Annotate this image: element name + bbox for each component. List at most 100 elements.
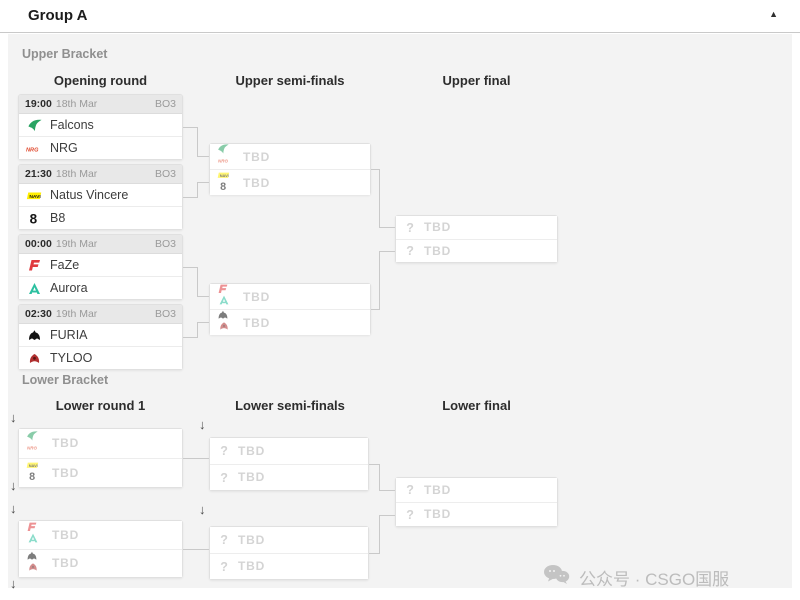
svg-text:?: ? xyxy=(220,444,228,458)
team-row-b8[interactable]: 8 B8 xyxy=(19,206,182,229)
b8-icon: 8 xyxy=(27,470,39,486)
tyloo-icon xyxy=(27,561,39,577)
upper-semifinal-2-card[interactable]: TBD TBD xyxy=(209,283,371,335)
drop-arrow-icon: ↓ xyxy=(199,417,206,432)
group-header-bar: Group A ▲ xyxy=(0,0,800,33)
team-row-nrg[interactable]: NRG NRG xyxy=(19,136,182,159)
tbd-label: TBD xyxy=(243,149,271,164)
watermark-text: 公众号 · CSGO国服 xyxy=(579,569,730,589)
aurora-icon xyxy=(27,532,39,548)
svg-text:?: ? xyxy=(220,533,228,547)
svg-text:?: ? xyxy=(220,560,228,574)
svg-text:?: ? xyxy=(406,244,414,258)
faze-icon xyxy=(26,521,38,537)
tbd-label: TBD xyxy=(424,243,452,258)
match-format: BO3 xyxy=(154,238,176,250)
question-icon: ? xyxy=(217,443,231,458)
connector-line xyxy=(379,251,395,252)
match-format: BO3 xyxy=(154,98,176,110)
caret-up-icon[interactable]: ▲ xyxy=(769,9,778,19)
connector-line xyxy=(183,267,197,268)
connector-line xyxy=(379,515,380,554)
connector-line xyxy=(183,127,197,128)
match-slot: ? TBD xyxy=(210,463,368,490)
lower-final-card[interactable]: ? TBD ? TBD xyxy=(395,477,558,527)
team-row-furia[interactable]: FURIA xyxy=(19,324,182,346)
team-name: B8 xyxy=(50,211,66,225)
match-card-navi-b8[interactable]: 21:30 18th Mar BO3 NAVI Natus Vincere 8 … xyxy=(18,164,183,230)
watermark: 公众号 · CSGO国服 xyxy=(543,564,729,590)
connector-line xyxy=(197,322,198,338)
team-name: FURIA xyxy=(50,328,88,342)
match-slot: NRG TBD xyxy=(19,429,182,458)
furia-icon xyxy=(26,328,43,343)
match-card-falcons-nrg[interactable]: 19:00 18th Mar BO3 Falcons NRG NRG xyxy=(18,94,183,160)
tbd-label: TBD xyxy=(52,527,80,542)
match-card-faze-aurora[interactable]: 00:00 19th Mar BO3 FaZe Aurora xyxy=(18,234,183,300)
connector-line xyxy=(369,464,379,465)
possible-teams-icons: NRG xyxy=(26,431,45,456)
team-row-tyloo[interactable]: TYLOO xyxy=(19,346,182,369)
tbd-label: TBD xyxy=(238,470,266,485)
lower-round1-card-1[interactable]: NRG TBD NAVI 8 TBD xyxy=(18,428,183,488)
connector-line xyxy=(379,515,395,516)
question-icon: ? xyxy=(217,559,231,574)
lower-semifinal-1-card[interactable]: ? TBD ? TBD xyxy=(209,437,369,491)
tbd-label: TBD xyxy=(238,532,266,547)
connector-line xyxy=(379,251,380,310)
upper-semifinal-1-card[interactable]: NRG TBD NAVI 8 TBD xyxy=(209,143,371,195)
b8-icon: 8 xyxy=(26,211,43,225)
navi-icon: NAVI xyxy=(26,459,40,475)
connector-line xyxy=(197,296,209,297)
match-slot: ? TBD xyxy=(396,216,557,239)
navi-icon: NAVI xyxy=(217,169,231,185)
match-time: 19:00 xyxy=(25,98,52,110)
column-header-upper-semifinals: Upper semi-finals xyxy=(235,73,345,88)
lower-round1-card-2[interactable]: TBD TBD xyxy=(18,520,183,578)
wechat-icon xyxy=(543,564,570,590)
nrg-icon: NRG xyxy=(26,141,43,156)
match-slot: NRG TBD xyxy=(210,144,370,169)
falcons-icon xyxy=(26,430,39,446)
match-slot: TBD xyxy=(210,284,370,309)
svg-text:?: ? xyxy=(406,508,414,522)
match-header: 19:00 18th Mar BO3 xyxy=(19,95,182,114)
match-date: 19th Mar xyxy=(55,308,98,320)
match-card-furia-tyloo[interactable]: 02:30 19th Mar BO3 FURIA TYLOO xyxy=(18,304,183,370)
connector-line xyxy=(197,267,198,297)
team-row-navi[interactable]: NAVI Natus Vincere xyxy=(19,184,182,206)
connector-line xyxy=(197,127,198,157)
column-header-lower-semifinals: Lower semi-finals xyxy=(235,398,345,413)
tbd-label: TBD xyxy=(424,482,452,497)
team-row-falcons[interactable]: Falcons xyxy=(19,114,182,136)
lower-semifinal-2-card[interactable]: ? TBD ? TBD xyxy=(209,526,369,580)
possible-teams-icons xyxy=(26,522,45,547)
team-row-aurora[interactable]: Aurora xyxy=(19,276,182,299)
possible-teams-icons: NAVI 8 xyxy=(217,170,236,195)
team-row-faze[interactable]: FaZe xyxy=(19,254,182,276)
svg-text:8: 8 xyxy=(220,181,226,192)
tbd-label: TBD xyxy=(52,465,80,480)
drop-arrow-icon: ↓ xyxy=(10,478,17,493)
tyloo-icon xyxy=(218,320,230,336)
tbd-label: TBD xyxy=(243,289,271,304)
tbd-label: TBD xyxy=(243,315,271,330)
svg-text:NRG: NRG xyxy=(218,158,228,163)
svg-text:8: 8 xyxy=(30,211,38,225)
connector-line xyxy=(183,337,197,338)
connector-line xyxy=(197,156,209,157)
question-icon: ? xyxy=(217,470,231,485)
tbd-label: TBD xyxy=(424,220,452,235)
drop-arrow-icon: ↓ xyxy=(10,410,17,425)
connector-line xyxy=(379,464,380,491)
match-slot: ? TBD xyxy=(210,438,368,464)
falcons-icon xyxy=(26,118,43,133)
aurora-icon xyxy=(218,294,230,310)
match-date: 18th Mar xyxy=(55,98,98,110)
faze-icon xyxy=(26,258,43,273)
upper-final-card[interactable]: ? TBD ? TBD xyxy=(395,215,558,263)
match-slot: TBD xyxy=(19,521,182,549)
match-slot: ? TBD xyxy=(210,552,368,579)
tbd-label: TBD xyxy=(243,175,271,190)
